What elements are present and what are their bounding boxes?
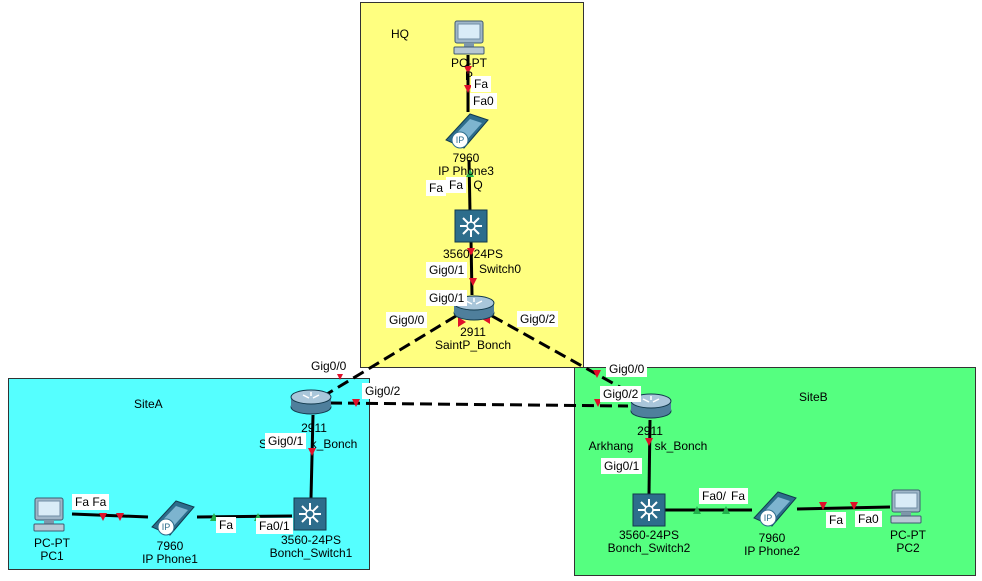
port-ra-gig01: Gig0/1: [265, 433, 307, 449]
wan-saintp-routerb: [491, 314, 637, 398]
ip-phone3-name: IP Phone3: [438, 164, 494, 178]
link-phone2-pc2: [796, 505, 891, 511]
ip-phone3-name-suffix: Q: [473, 178, 483, 192]
switch0-model: 3560-24PS: [442, 247, 504, 261]
pc1-label: PC-PT PC1: [34, 537, 70, 563]
pc2-label: PC-PT PC2: [890, 529, 926, 555]
switch0-name: Switch0: [478, 262, 522, 276]
ip-phone1-label: 7960 IP Phone1: [142, 540, 198, 566]
port-phone1-fa: Fa: [216, 517, 237, 533]
port-rb-gig00: Gig0/0: [606, 361, 648, 377]
port-ra-gig00: Gig0/0: [308, 358, 350, 374]
router-b-name-suffix: sk_Bonch: [654, 439, 708, 453]
link-routera-switch1: [309, 414, 315, 499]
pc-hq-label: PC-PT P: [451, 57, 487, 83]
switch1-label: 3560-24PS Bonch_Switch1: [270, 534, 353, 560]
port-switch1-fa01: Fa0/1: [256, 518, 293, 534]
port-phone2-fa-b: Fa: [826, 512, 847, 528]
port-rb-gig02: Gig0/2: [600, 386, 642, 402]
svg-text:IP: IP: [764, 513, 773, 523]
router-a-model: 2911: [301, 421, 327, 435]
switch2-label: 3560-24PS Bonch_Switch2: [608, 529, 691, 555]
switch1-icon[interactable]: [293, 497, 327, 531]
port-phone2-fa-a: Fa: [728, 488, 749, 504]
wan-saintp-routera: [326, 314, 457, 396]
link-phone1-switch1: [196, 514, 293, 519]
port-hq-phone-fa0: Fa0: [470, 93, 497, 109]
pc-hq-model: PC-PT: [451, 56, 487, 70]
ip-phone2-label: 7960 IP Phone2: [744, 532, 800, 558]
router-saintp-label: 2911 SaintP_Bonch: [435, 326, 511, 352]
site-b-zone-label: SiteB: [799, 390, 828, 404]
router-saintp-model: 2911: [460, 325, 486, 339]
router-a-name: S: [258, 437, 268, 451]
link-routerb-switch2: [647, 419, 652, 495]
port-pc1-fa: Fa Fa: [72, 494, 110, 510]
ip-phone3-icon[interactable]: IP: [440, 110, 492, 152]
switch0-icon[interactable]: [454, 209, 488, 243]
site-a-zone-label: SiteA: [134, 397, 163, 411]
link-phone3-switch0: [467, 159, 472, 213]
ip-phone1-icon[interactable]: IP: [146, 497, 198, 539]
router-a-name-suffix: k_Bonch: [310, 437, 358, 451]
port-hq-pc-fa: Fa: [471, 76, 492, 92]
pc1-icon[interactable]: [32, 497, 66, 533]
pc2-model: PC-PT: [890, 528, 926, 542]
switch0-label: 3560-24PS: [443, 248, 503, 261]
switch2-model: 3560-24PS: [618, 528, 680, 542]
router-saintp-icon[interactable]: [452, 294, 496, 322]
ip-phone2-model: 7960: [758, 531, 786, 545]
ip-phone2-icon[interactable]: IP: [748, 488, 800, 530]
port-pc2-fa0: Fa0: [855, 511, 882, 527]
router-saintp-name: SaintP_Bonch: [434, 338, 512, 352]
wan-routera-routerb: [329, 401, 629, 408]
router-b-model: 2911: [637, 424, 663, 438]
pc2-name: PC2: [896, 541, 920, 555]
ip-phone1-model: 7960: [156, 539, 184, 553]
pc2-icon[interactable]: [889, 489, 923, 525]
switch2-name: Bonch_Switch2: [607, 541, 691, 555]
port-rb-gig01: Gig0/1: [601, 458, 643, 474]
pc1-model: PC-PT: [34, 536, 70, 550]
port-switch0-gig01: Gig0/1: [426, 262, 468, 278]
router-a-icon[interactable]: [289, 388, 333, 416]
svg-text:IP: IP: [456, 135, 465, 145]
link-pc1-phone1: [71, 512, 149, 519]
hq-zone-label: HQ: [391, 27, 409, 41]
pc-hq-icon[interactable]: [452, 20, 486, 56]
switch1-name: Bonch_Switch1: [269, 546, 353, 560]
port-saintp-gig01: Gig0/1: [426, 290, 468, 306]
ip-phone2-name: IP Phone2: [744, 544, 800, 558]
port-ra-gig02: Gig0/2: [362, 383, 404, 399]
port-saintp-gig00: Gig0/0: [386, 312, 428, 328]
ip-phone1-name: IP Phone1: [142, 552, 198, 566]
port-hq-phone-fa-b: Fa: [446, 177, 467, 193]
ip-phone3-label: 7960 IP Phone3: [438, 152, 494, 178]
svg-text:IP: IP: [162, 522, 171, 532]
port-hq-phone-fa-a: Fa: [426, 180, 447, 196]
port-switch2-fa0: Fa0/: [699, 488, 730, 504]
pc-hq-name: P: [464, 69, 473, 83]
router-b-name: Arkhang: [588, 439, 634, 453]
port-saintp-gig02: Gig0/2: [517, 311, 559, 327]
pc1-name: PC1: [40, 549, 64, 563]
ip-phone3-model: 7960: [452, 151, 480, 165]
switch1-model: 3560-24PS: [280, 533, 342, 547]
switch2-icon[interactable]: [632, 493, 666, 527]
